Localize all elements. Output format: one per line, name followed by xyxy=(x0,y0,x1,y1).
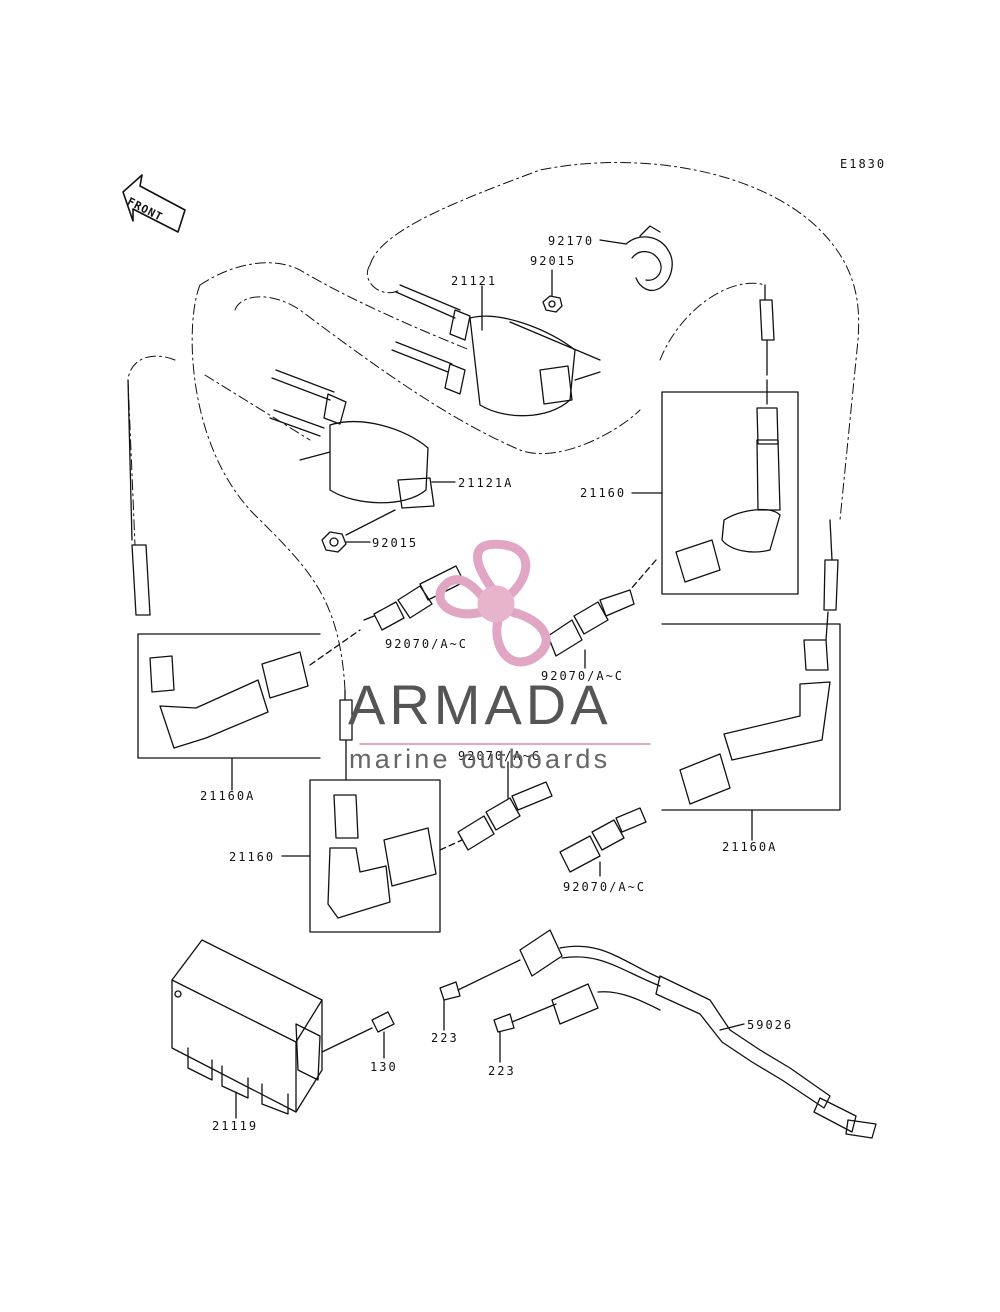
spark-plug-1 xyxy=(363,565,465,631)
part-label-92070-1[interactable]: 92070/A~C xyxy=(385,637,469,651)
wire-harness-59026 xyxy=(519,929,877,1139)
clamp-92170 xyxy=(625,225,673,292)
watermark-subtitle: marine outboards xyxy=(349,744,611,774)
screw-223-b xyxy=(493,1003,557,1033)
part-label-21160A-left[interactable]: 21160A xyxy=(200,789,256,803)
part-label-92015-bottom[interactable]: 92015 xyxy=(372,536,419,550)
part-label-130[interactable]: 130 xyxy=(370,1060,398,1074)
part-label-21160-right[interactable]: 21160 xyxy=(580,486,627,500)
cdi-unit-21119 xyxy=(171,939,323,1115)
watermark-title: ARMADA xyxy=(348,673,612,736)
part-label-21119[interactable]: 21119 xyxy=(212,1119,259,1133)
part-label-223-b[interactable]: 223 xyxy=(488,1064,516,1078)
part-label-92070-3[interactable]: 92070/A~C xyxy=(458,749,542,763)
part-label-92015-top[interactable]: 92015 xyxy=(530,254,577,268)
part-label-223-a[interactable]: 223 xyxy=(431,1031,459,1045)
ignition-coil-21121A xyxy=(269,369,435,509)
cap-21160A-right xyxy=(661,519,841,811)
part-label-21121[interactable]: 21121 xyxy=(451,274,498,288)
nut-92015-bottom xyxy=(321,531,347,553)
ignition-coil-21121 xyxy=(391,284,601,417)
spark-plug-4 xyxy=(559,807,647,873)
part-label-92170[interactable]: 92170 xyxy=(548,234,595,248)
front-arrow-icon xyxy=(122,174,186,233)
part-label-92070-4[interactable]: 92070/A~C xyxy=(563,880,647,894)
watermark-propeller-logo xyxy=(435,539,551,667)
cap-21160-right xyxy=(661,284,799,595)
spark-plug-3 xyxy=(457,781,553,851)
part-label-21160A-right[interactable]: 21160A xyxy=(722,840,778,854)
cap-21160-left xyxy=(309,689,441,933)
part-label-21121A[interactable]: 21121A xyxy=(458,476,514,490)
bolt-130 xyxy=(321,1011,395,1053)
nut-92015-top xyxy=(542,295,563,313)
part-label-59026[interactable]: 59026 xyxy=(747,1018,794,1032)
spark-plug-2 xyxy=(539,589,635,657)
screw-223-a xyxy=(439,959,521,1001)
part-label-21160-left[interactable]: 21160 xyxy=(229,850,276,864)
part-label-92070-2[interactable]: 92070/A~C xyxy=(541,669,625,683)
cap-21160A-left xyxy=(127,379,321,759)
diagram-code: E1830 xyxy=(840,157,887,171)
